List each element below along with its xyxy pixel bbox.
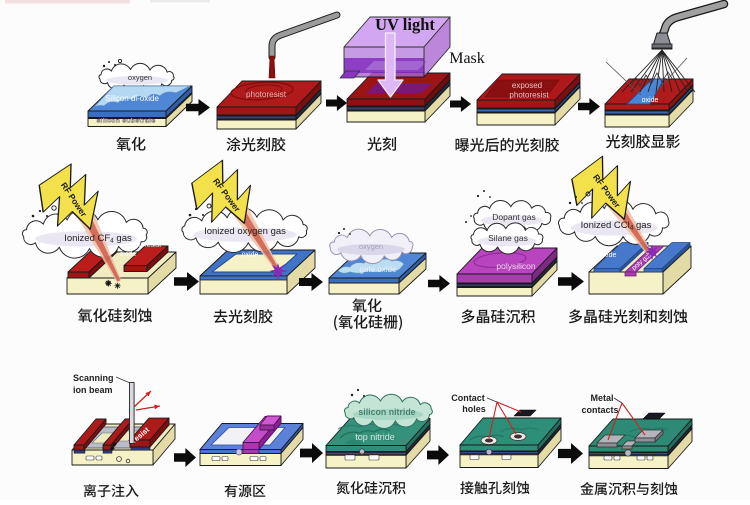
svg-text:oxide: oxide bbox=[242, 252, 259, 259]
svg-text:Scanning: Scanning bbox=[73, 373, 114, 383]
svg-text:UV light: UV light bbox=[375, 15, 435, 34]
svg-text:Ionized CF4 gas: Ionized CF4 gas bbox=[64, 233, 132, 245]
svg-text:exposed: exposed bbox=[512, 81, 542, 90]
svg-text:photoresist: photoresist bbox=[509, 91, 549, 100]
svg-text:Contact: Contact bbox=[451, 393, 485, 403]
svg-text:holes: holes bbox=[462, 404, 486, 414]
svg-text:Ionized oxygen gas: Ionized oxygen gas bbox=[204, 226, 286, 237]
svg-text:oxygen: oxygen bbox=[359, 242, 383, 251]
svg-text:Mask: Mask bbox=[449, 50, 485, 67]
svg-text:gate oxide: gate oxide bbox=[360, 265, 397, 274]
svg-text:silicon nitride: silicon nitride bbox=[358, 407, 415, 417]
svg-text:Ionized CCl4 gas: Ionized CCl4 gas bbox=[581, 220, 652, 232]
svg-text:oxide: oxide bbox=[642, 97, 659, 104]
svg-text:polysilicon: polysilicon bbox=[496, 261, 535, 271]
svg-text:oxide: oxide bbox=[600, 252, 617, 259]
svg-text:photoresist: photoresist bbox=[127, 242, 161, 249]
svg-text:silicon substrate: silicon substrate bbox=[96, 118, 155, 125]
svg-text:oxide: oxide bbox=[120, 251, 137, 258]
svg-text:ion beam: ion beam bbox=[73, 385, 113, 395]
svg-text:top nitride: top nitride bbox=[355, 432, 395, 442]
svg-text:contacts: contacts bbox=[581, 405, 618, 415]
svg-text:Metal: Metal bbox=[590, 393, 613, 403]
svg-text:Silicon di-oxide: Silicon di-oxide bbox=[105, 94, 159, 103]
svg-text:oxygen: oxygen bbox=[128, 73, 152, 82]
svg-text:Silane gas: Silane gas bbox=[488, 233, 528, 243]
svg-text:Dopant gas: Dopant gas bbox=[492, 212, 535, 222]
svg-text:photoresist: photoresist bbox=[246, 90, 287, 99]
